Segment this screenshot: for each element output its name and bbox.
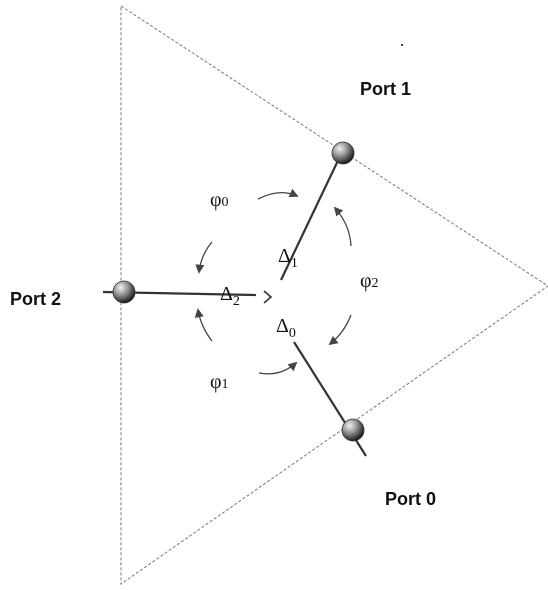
arrow-phi1-up bbox=[194, 308, 213, 342]
port-1-node bbox=[331, 141, 355, 165]
delta-2-base: Δ bbox=[220, 283, 233, 305]
phi-0-sub: 0 bbox=[222, 195, 229, 210]
delta-0-label: Δ0 bbox=[276, 315, 296, 341]
arrow-phi2-down bbox=[328, 314, 352, 346]
phi-0-label: φ0 bbox=[210, 189, 229, 211]
delta-1-sub: 1 bbox=[291, 256, 298, 271]
arrow-phi2-up bbox=[333, 206, 352, 247]
phi-2-label: φ2 bbox=[360, 270, 379, 292]
arm-port-1 bbox=[280, 149, 344, 281]
delta-2-sub: 2 bbox=[233, 294, 240, 309]
triangle-boundary bbox=[120, 5, 548, 585]
port-2-node bbox=[112, 280, 136, 304]
port-2-label: Port 2 bbox=[10, 289, 61, 309]
delta-0-sub: 0 bbox=[289, 326, 296, 341]
delta-0-base: Δ bbox=[276, 315, 289, 337]
phi-0-base: φ bbox=[210, 189, 222, 211]
phi-1-sub: 1 bbox=[222, 377, 229, 392]
port-0-node bbox=[341, 418, 365, 442]
arrow-phi0-down bbox=[195, 241, 213, 274]
phi-2-base: φ bbox=[360, 270, 372, 292]
phi-1-base: φ bbox=[210, 371, 222, 393]
port-0-label: Port 0 bbox=[385, 489, 436, 509]
phi-2-sub: 2 bbox=[372, 276, 379, 291]
delta-1-base: Δ bbox=[278, 245, 291, 267]
junction-center bbox=[263, 290, 273, 304]
arrow-phi0-right bbox=[257, 188, 299, 200]
delta-1-label: Δ1 bbox=[278, 245, 298, 271]
phi-1-label: φ1 bbox=[210, 371, 229, 393]
port-1-label: Port 1 bbox=[360, 79, 411, 99]
arrow-phi1-right bbox=[258, 361, 298, 375]
delta-2-label: Δ2 bbox=[220, 283, 240, 309]
speck-mark bbox=[401, 44, 403, 46]
